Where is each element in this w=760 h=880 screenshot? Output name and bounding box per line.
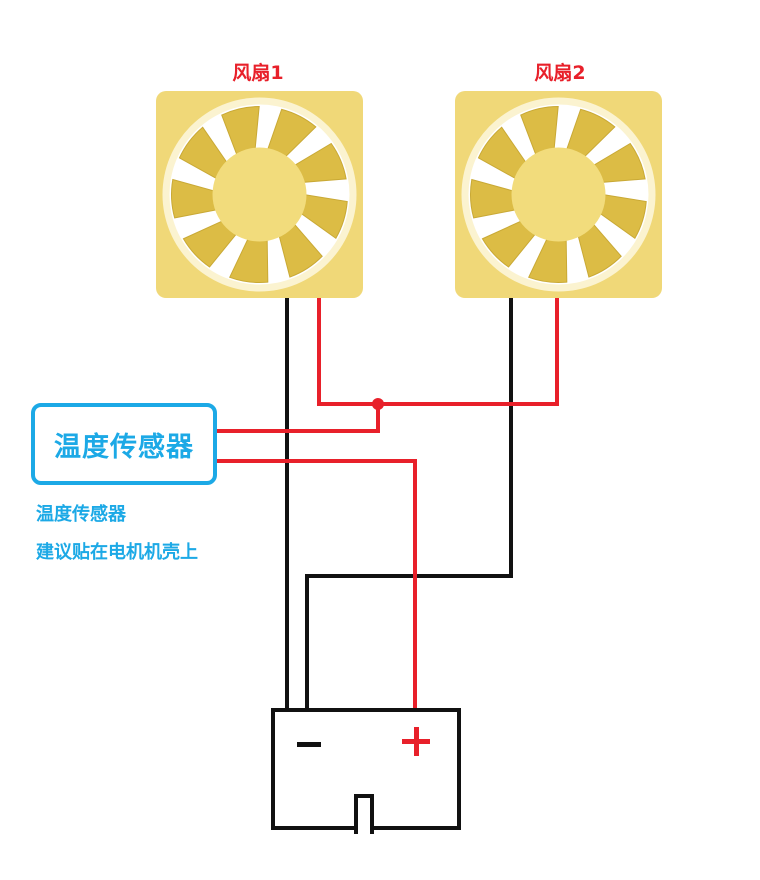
fans-positive-wire — [317, 298, 559, 406]
fan-blade — [520, 105, 559, 158]
sensor-box-label: 温度传感器 — [54, 431, 194, 463]
fan-blade — [477, 126, 528, 181]
sensor-note-title: 温度传感器 — [36, 504, 126, 525]
fan-blade — [591, 142, 646, 183]
temperature-sensor-box: 温度传感器 — [31, 403, 217, 485]
junction-dot — [372, 398, 384, 410]
fan-blade — [598, 193, 647, 239]
fan-blade — [470, 178, 518, 219]
fan-blade — [299, 193, 348, 239]
fan-hub — [212, 147, 307, 242]
fan-blade — [481, 219, 538, 268]
fan2-blades-icon — [461, 97, 656, 292]
fan-blade — [565, 108, 616, 159]
fan1-blades-icon — [162, 97, 357, 292]
fan-blade — [278, 222, 323, 278]
sensor-to-battery-wire — [217, 459, 417, 710]
fan-blade — [171, 178, 219, 219]
fan-blade — [178, 126, 229, 181]
fan-blade — [266, 108, 317, 159]
fan-blade — [229, 236, 269, 283]
fan-hub — [511, 147, 606, 242]
battery-notch — [354, 794, 374, 834]
fan-blade — [577, 222, 622, 278]
fan2-negative-wire — [305, 298, 513, 710]
fan-blade — [182, 219, 239, 268]
fan-blade — [292, 142, 347, 183]
fan-blade — [221, 105, 260, 158]
fan2 — [455, 91, 662, 298]
minus-icon — [297, 742, 321, 747]
sensor-note-hint: 建议贴在电机机壳上 — [36, 542, 198, 563]
fan1-label: 风扇1 — [232, 62, 284, 84]
fan1 — [156, 91, 363, 298]
fan-blade — [528, 236, 568, 283]
sensor-to-fans-wire — [217, 404, 380, 433]
plus-icon-vertical — [414, 727, 419, 756]
fan2-label: 风扇2 — [534, 62, 586, 84]
battery — [271, 708, 461, 834]
